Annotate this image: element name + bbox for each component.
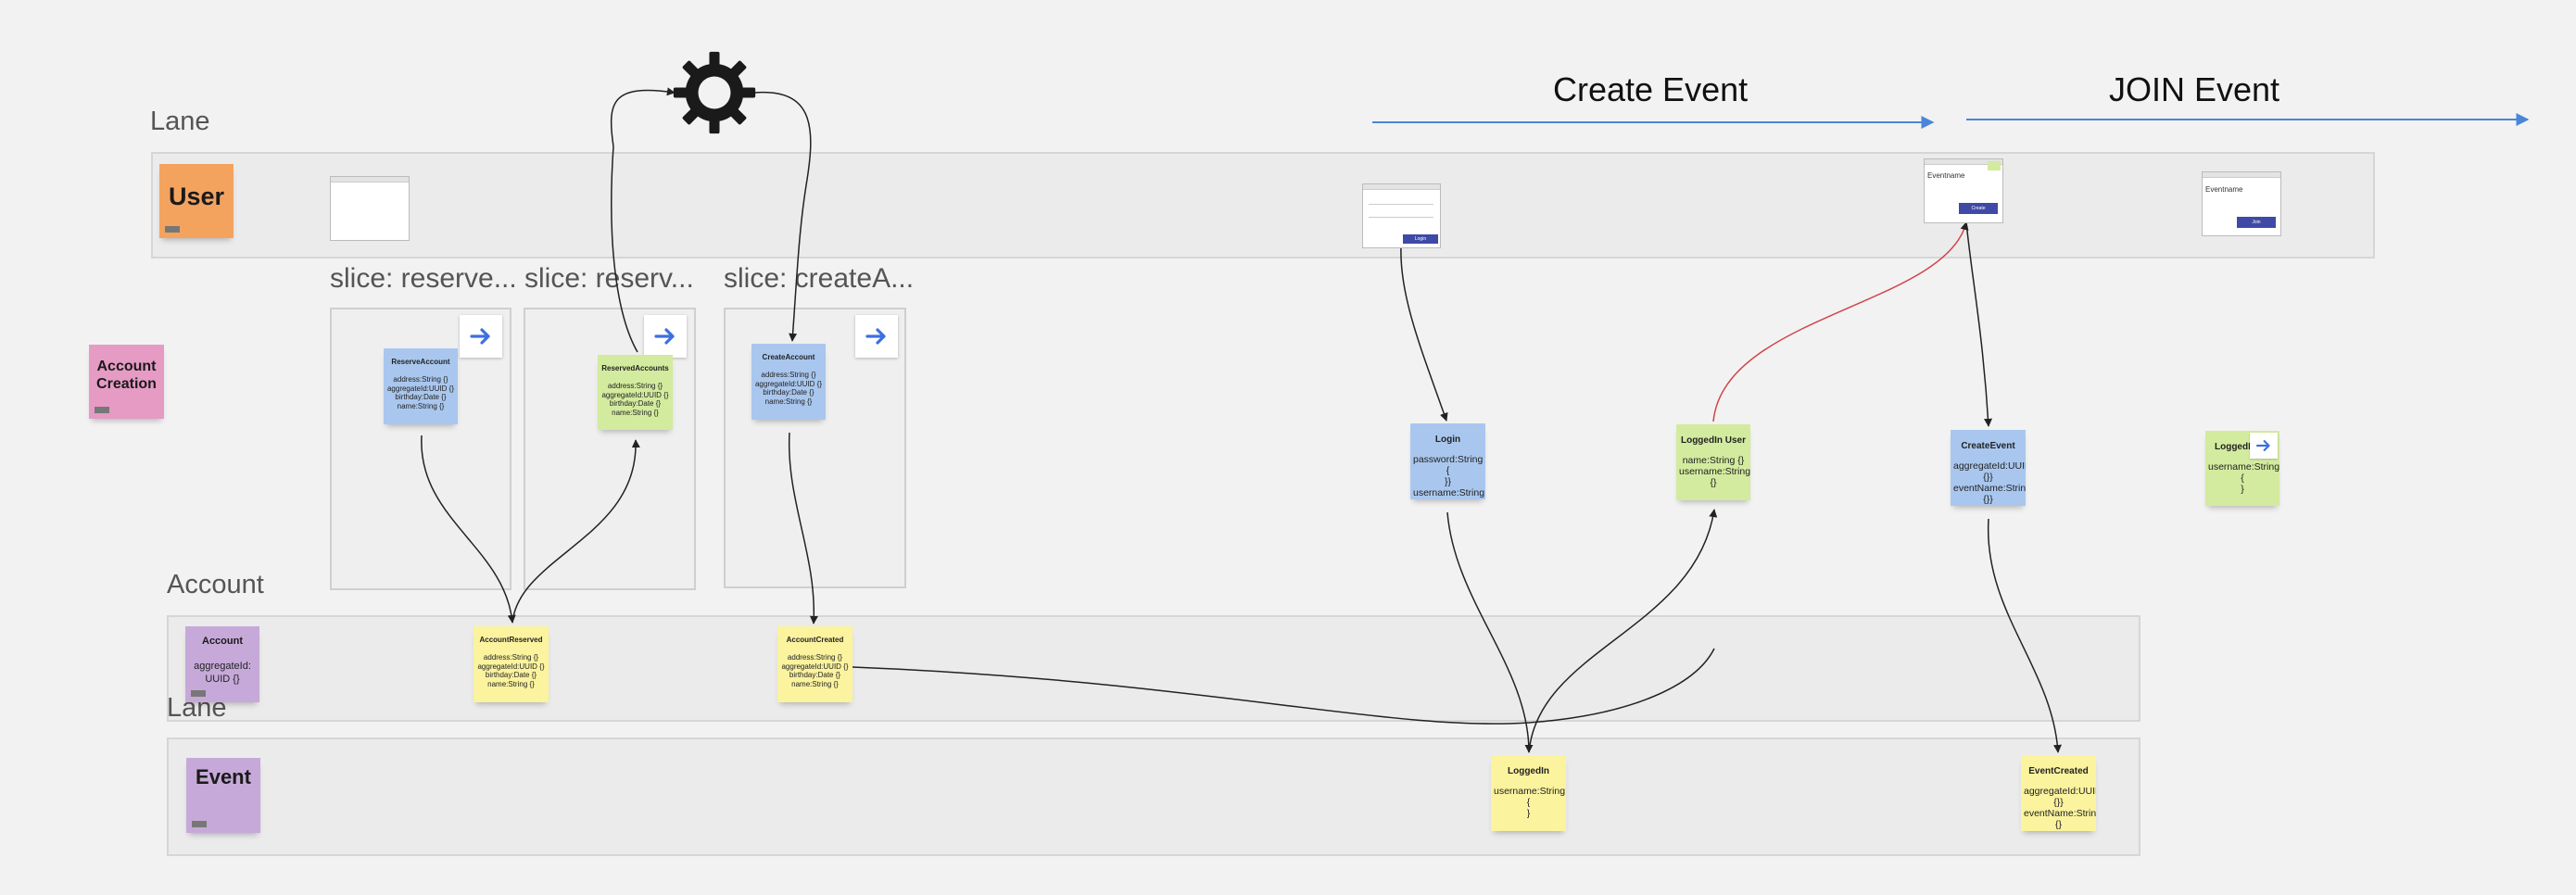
role-label-event: Event — [196, 765, 251, 788]
command-sticky-create-account[interactable]: CreateAccount address:String {} aggregat… — [751, 344, 826, 420]
sticky-title: CreateEvent — [1961, 441, 2015, 451]
sticky-title: Login — [1434, 435, 1461, 445]
create-eventname-label: Eventname — [1927, 171, 1965, 180]
sticky-body: username:String { } — [1494, 786, 1566, 819]
role-label-account: Account — [202, 636, 243, 647]
sticky-title: ReservedAccounts — [601, 364, 669, 372]
slice-title-1[interactable]: slice: reserve... — [330, 263, 517, 294]
sticky-tag — [95, 407, 109, 413]
sticky-body: password:String { }} username:String { }… — [1413, 454, 1485, 499]
event-sticky-account-created[interactable]: AccountCreated address:String {} aggrega… — [777, 626, 852, 702]
sticky-body: address:String {} aggregateId:UUID {} bi… — [754, 371, 823, 406]
sticky-body: aggregateId:UUID {}} eventName:String {} — [2024, 786, 2096, 830]
role-sticky-event[interactable]: Event — [186, 758, 260, 833]
sticky-tag — [191, 690, 206, 697]
slice-nav-mini-button[interactable] — [2250, 433, 2278, 459]
account-lane-title: Account — [167, 570, 264, 599]
slice-nav-button-1[interactable] — [460, 315, 502, 358]
slice-nav-button-3[interactable] — [855, 315, 898, 358]
sticky-title: AccountCreated — [786, 636, 844, 644]
command-sticky-create-event[interactable]: CreateEvent aggregateId:UUID {}} eventNa… — [1951, 430, 2026, 506]
event-sticky-event-created[interactable]: EventCreated aggregateId:UUID {}} eventN… — [2021, 755, 2096, 831]
sticky-tag — [192, 821, 207, 827]
login-button[interactable]: Login — [1403, 234, 1438, 244]
role-label-user: User — [168, 183, 225, 210]
connector — [1400, 246, 1448, 422]
arrow-right-icon — [865, 328, 886, 345]
arrow-right-icon — [654, 328, 675, 345]
role-body-account: aggregateId: UUID {} — [194, 661, 251, 685]
sticky-body: aggregateId:UUID {}} eventName:String {}… — [1953, 460, 2026, 505]
command-sticky-login[interactable]: Login password:String { }} username:Stri… — [1410, 423, 1485, 499]
role-sticky-user[interactable]: User — [159, 164, 234, 238]
create-button[interactable]: Create — [1959, 203, 1998, 214]
sticky-title: AccountReserved — [479, 636, 543, 644]
wireframe-join-event-screen[interactable]: Eventname Join — [2202, 171, 2281, 236]
wireframe-titlebar — [2203, 172, 2280, 178]
sticky-body: address:String {} aggregateId:UUID {} bi… — [601, 382, 669, 417]
flow-title-create-event: Create Event — [1553, 70, 1749, 108]
sticky-tag — [165, 226, 180, 233]
sticky-title: CreateAccount — [762, 353, 815, 361]
sticky-title: LoggedIn — [2215, 442, 2256, 452]
sticky-body: address:String {} aggregateId:UUID {} bi… — [477, 653, 545, 688]
event-lane — [167, 737, 2140, 856]
user-lane-title: Lane — [150, 107, 210, 136]
side-note-label: Account Creation — [96, 359, 157, 392]
event-sticky-account-reserved[interactable]: AccountReserved address:String {} aggreg… — [474, 626, 549, 702]
arrow-right-icon — [470, 328, 490, 345]
sticky-body: address:String {} aggregateId:UUID {} bi… — [386, 375, 455, 410]
slice-nav-button-2[interactable] — [644, 315, 687, 358]
login-username-field[interactable] — [1369, 199, 1433, 205]
connector — [610, 87, 676, 147]
wireframe-create-event-screen[interactable]: Eventname Create — [1924, 158, 2003, 223]
sticky-body: name:String {} username:String {} — [1679, 455, 1750, 488]
wireframe-blank-screen[interactable] — [330, 176, 410, 241]
wireframe-login-screen[interactable]: Login — [1362, 183, 1441, 248]
readmodel-sticky-loggedin[interactable]: LoggedIn username:String { } — [2205, 431, 2279, 506]
account-lane — [167, 615, 2140, 722]
sticky-title: LoggedIn User — [1680, 435, 1746, 446]
arrow-right-icon — [2255, 440, 2270, 451]
readmodel-sticky-reserved-accounts[interactable]: ReservedAccounts address:String {} aggre… — [598, 355, 673, 430]
wireframe-titlebar — [1925, 159, 2002, 165]
event-sticky-loggedin[interactable]: LoggedIn username:String { } — [1491, 755, 1566, 831]
slice-title-3[interactable]: slice: createA... — [724, 263, 915, 294]
sticky-title: EventCreated — [2028, 766, 2089, 776]
side-note-account-creation[interactable]: Account Creation — [89, 345, 164, 419]
wireframe-titlebar — [1363, 184, 1440, 190]
sticky-title: ReserveAccount — [391, 358, 450, 366]
login-password-field[interactable] — [1369, 212, 1433, 218]
readmodel-sticky-loggedin-user[interactable]: LoggedIn User name:String {} username:St… — [1676, 424, 1750, 500]
wireframe-corner-note — [1988, 161, 2001, 170]
sticky-body: username:String { } — [2208, 461, 2279, 495]
user-lane — [151, 152, 2375, 258]
sticky-title: LoggedIn — [1508, 766, 1549, 776]
sticky-body: address:String {} aggregateId:UUID {} bi… — [781, 653, 849, 688]
gear-icon[interactable] — [672, 50, 757, 135]
wireframe-titlebar — [331, 177, 409, 183]
join-eventname-label: Eventname — [2205, 185, 2243, 194]
command-sticky-reserve-account[interactable]: ReserveAccount address:String {} aggrega… — [384, 348, 458, 424]
slice-title-2[interactable]: slice: reserv... — [524, 263, 694, 294]
join-button[interactable]: Join — [2237, 217, 2276, 228]
role-sticky-account[interactable]: Account aggregateId: UUID {} — [185, 626, 259, 702]
flow-title-join-event: JOIN Event — [2109, 70, 2280, 108]
